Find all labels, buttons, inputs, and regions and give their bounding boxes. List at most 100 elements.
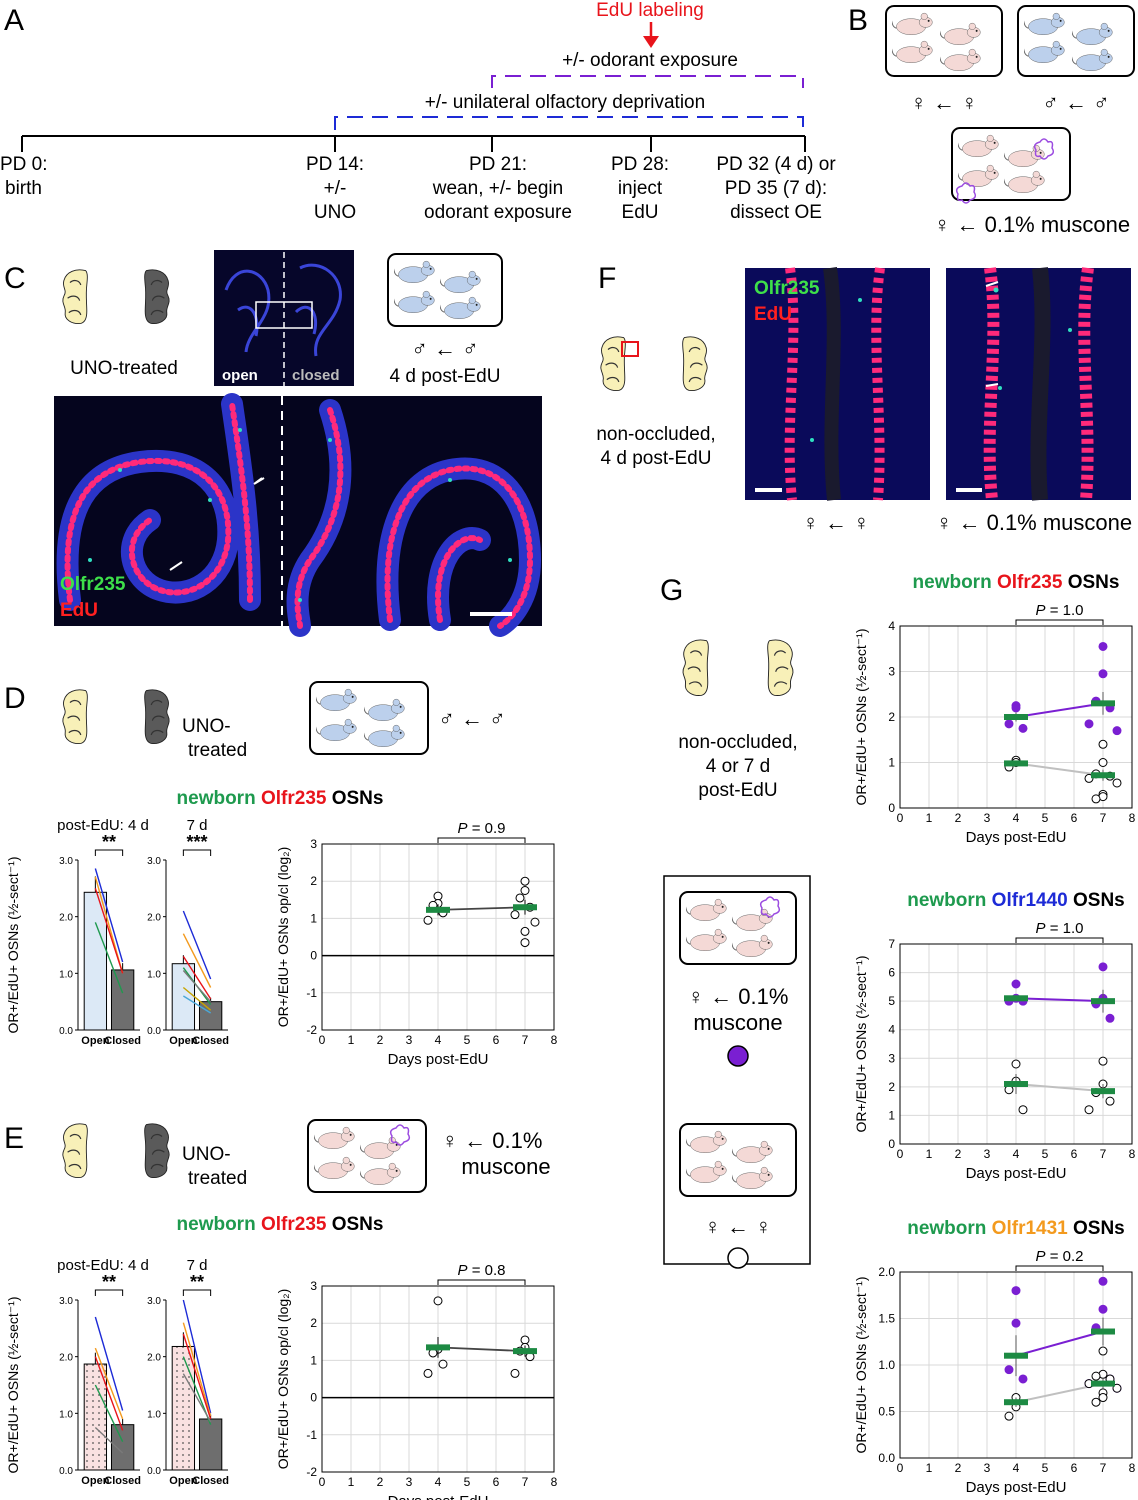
x-tick-label: 1 (348, 1475, 355, 1489)
panel-g-legend: ♀ ← 0.1% muscone ♀ ← ♀ (663, 875, 811, 1269)
data-point (510, 1368, 520, 1378)
panel-e-header: UNO- treated ♀ ← 0.1% muscone newborn Ol… (61, 1119, 551, 1235)
x-axis-label: Days post-EdU (388, 1051, 489, 1068)
pd14-line1: PD 14: (306, 154, 364, 175)
data-point (520, 926, 530, 936)
y-tick-label: 3.0 (147, 856, 161, 867)
data-point-muscone (1018, 723, 1028, 733)
uno-nose-diagram (61, 268, 171, 325)
data-point-control (1098, 758, 1108, 767)
pd21-line3: odorant exposure (424, 202, 572, 223)
data-point-muscone (1018, 1374, 1028, 1384)
pd14-line3: UNO (314, 202, 356, 223)
plot-border (899, 943, 1133, 1145)
y-tick-label: 2 (310, 1316, 317, 1330)
x-tick-label: 2 (955, 1147, 962, 1161)
y-tick-label: -2 (306, 1465, 317, 1479)
cage-male (1017, 5, 1135, 77)
x-tick-label: 8 (1129, 1147, 1136, 1161)
x-tick-label: 4 (1013, 811, 1020, 825)
x-tick-label: 4 (1013, 1461, 1020, 1475)
e-label-muscone-1: ♀ ← 0.1% (442, 1128, 543, 1153)
label-mm: ♂ ← ♂ (1042, 90, 1109, 115)
data-point (510, 910, 520, 920)
pd28-line3: EdU (622, 202, 659, 223)
data-point-muscone (1105, 1013, 1115, 1023)
x-tick-label: 3 (984, 1147, 991, 1161)
e-uno-1: UNO- (182, 1144, 231, 1165)
x-tick-label: 0 (897, 811, 904, 825)
g-desc-3: post-EdU (698, 780, 777, 801)
paired-line (182, 1299, 212, 1414)
data-point-muscone (1004, 719, 1014, 729)
y-tick-label: 6 (888, 966, 895, 980)
x-tick-label: 7 (522, 1033, 529, 1047)
panel-label-c: C (4, 262, 26, 295)
uno-label: +/- unilateral olfactory deprivation (425, 92, 705, 113)
series-line-muscone (1015, 1330, 1104, 1357)
olfr-label-c: Olfr235 (60, 574, 126, 595)
panel-label-d: D (4, 682, 26, 715)
odorant-label: +/- odorant exposure (562, 50, 738, 71)
legend-marker-muscone (727, 1045, 749, 1067)
x-tick-label: 8 (1129, 811, 1136, 825)
x-tick-label: Closed (104, 1475, 141, 1487)
x-tick-label: 3 (406, 1033, 413, 1047)
olfr-label-f: Olfr235 (754, 278, 820, 299)
data-point (438, 1359, 448, 1369)
charts-layer: OR+/EdU+ OSNs (½-sect⁻¹)0.01.02.03.0Open… (5, 572, 1136, 1500)
sig-bracket (182, 849, 212, 856)
x-tick-label: Closed (104, 1035, 141, 1047)
y-axis-label: OR+/EdU+ OSNs op/cl (log₂) (275, 1289, 291, 1470)
panel-c: UNO-treated open closed ♂ ← ♂ 4 d post-E… (54, 250, 542, 637)
y-tick-label: -1 (306, 1428, 317, 1442)
mean-bar (513, 904, 537, 911)
x-tick-label: 6 (1071, 811, 1078, 825)
muscone-icon (759, 896, 781, 918)
paired-line (182, 986, 212, 1011)
mean-connector (437, 906, 526, 911)
data-point-muscone (1098, 641, 1108, 651)
x-tick-label: 1 (926, 1461, 933, 1475)
y-tick-label: 1 (310, 911, 317, 925)
y-tick-label: 1.0 (59, 969, 73, 980)
data-point-control (1098, 1346, 1108, 1356)
data-point-control (1091, 794, 1101, 804)
bar-title-1: post-EdU: 4 d (57, 1257, 149, 1274)
legend-ff: ♀ ← ♀ (704, 1214, 771, 1239)
p-bracket (1015, 937, 1104, 943)
y-tick-label: 0.0 (878, 1451, 895, 1465)
data-point-muscone (1011, 1318, 1021, 1328)
bar-closed (110, 1424, 135, 1471)
closed-label: closed (292, 367, 340, 384)
series-line-muscone (1015, 702, 1104, 718)
f-desc-1: non-occluded, (596, 424, 715, 445)
paired-line (182, 970, 212, 1003)
data-point-muscone (1098, 669, 1108, 679)
y-tick-label: 0.5 (878, 1405, 895, 1419)
x-tick-label: Open (81, 1035, 109, 1047)
subplot-4 d: 0.01.02.03.0OpenClosed** (59, 832, 141, 1047)
pd35-line2: PD 35 (7 d): (725, 178, 827, 199)
label-muscone: ♀ ← 0.1% muscone (934, 212, 1130, 237)
y-tick-label: 1.0 (878, 1358, 895, 1372)
label-ff: ♀ ← ♀ (910, 90, 977, 115)
paired-line (182, 1373, 212, 1423)
x-tick-label: 3 (406, 1475, 413, 1489)
y-tick-label: 2.0 (59, 913, 73, 924)
x-tick-label: 4 (435, 1475, 442, 1489)
subplot-4 d: 0.01.02.03.0OpenClosed** (59, 1272, 141, 1487)
y-tick-label: -2 (306, 1023, 317, 1037)
edu-label-f: EdU (754, 304, 792, 325)
y-tick-label: 0.0 (147, 1466, 161, 1477)
paired-line (94, 1384, 124, 1442)
subplot-7 d: 0.01.02.03.0OpenClosed*** (147, 832, 229, 1047)
y-tick-label: 5 (888, 994, 895, 1008)
paired-line (182, 933, 212, 988)
y-tick-label: 3 (888, 1051, 895, 1065)
y-tick-label: 1 (310, 1353, 317, 1367)
paired-line (182, 1333, 212, 1420)
y-tick-label: 0 (310, 1391, 317, 1405)
